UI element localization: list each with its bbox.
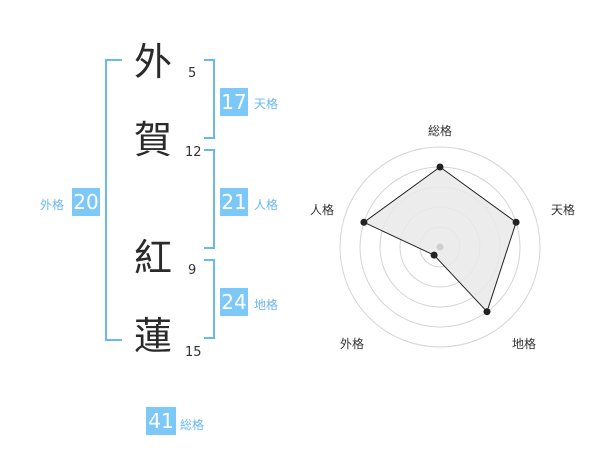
chi-value-badge: 24: [220, 288, 248, 316]
sou-label: 総格: [180, 418, 205, 432]
ten-bracket: [204, 59, 215, 139]
ten-label: 天格: [254, 97, 279, 111]
name-char-1: 外: [133, 40, 172, 84]
radar-ring-5: [339, 146, 541, 348]
chi-bracket: [204, 259, 215, 339]
stroke-count-3: 9: [188, 263, 197, 278]
radar-label-chi: 地格: [512, 337, 537, 351]
jin-bracket: [204, 149, 215, 249]
name-char-4: 蓮: [133, 314, 172, 358]
radar-series-area: [362, 166, 517, 313]
radar-label-sou: 総格: [428, 124, 453, 138]
radar-label-gai: 外格: [340, 337, 365, 351]
radar-point-3: [430, 251, 438, 259]
radar-point-2: [483, 308, 491, 316]
radar-point-4: [360, 218, 368, 226]
gai-value-badge: 20: [72, 188, 100, 216]
radar-label-ten: 天格: [551, 203, 576, 217]
radar-center-dot: [436, 243, 444, 251]
stroke-count-2: 12: [185, 145, 202, 160]
radar-chart: [339, 146, 541, 348]
outer-bracket: [105, 59, 122, 341]
sou-value-badge: 41: [146, 407, 176, 435]
name-char-2: 賀: [133, 118, 172, 162]
name-char-3: 紅: [133, 236, 172, 280]
radar-point-1: [512, 218, 520, 226]
radar-label-jin: 人格: [310, 203, 335, 217]
chi-label: 地格: [254, 298, 279, 312]
stroke-count-1: 5: [188, 66, 197, 81]
jin-label: 人格: [254, 198, 279, 212]
ten-value-badge: 17: [220, 88, 248, 116]
gai-label: 外格: [40, 198, 65, 212]
radar-point-0: [436, 163, 444, 171]
jin-value-badge: 21: [220, 188, 248, 216]
stroke-count-4: 15: [185, 345, 202, 360]
